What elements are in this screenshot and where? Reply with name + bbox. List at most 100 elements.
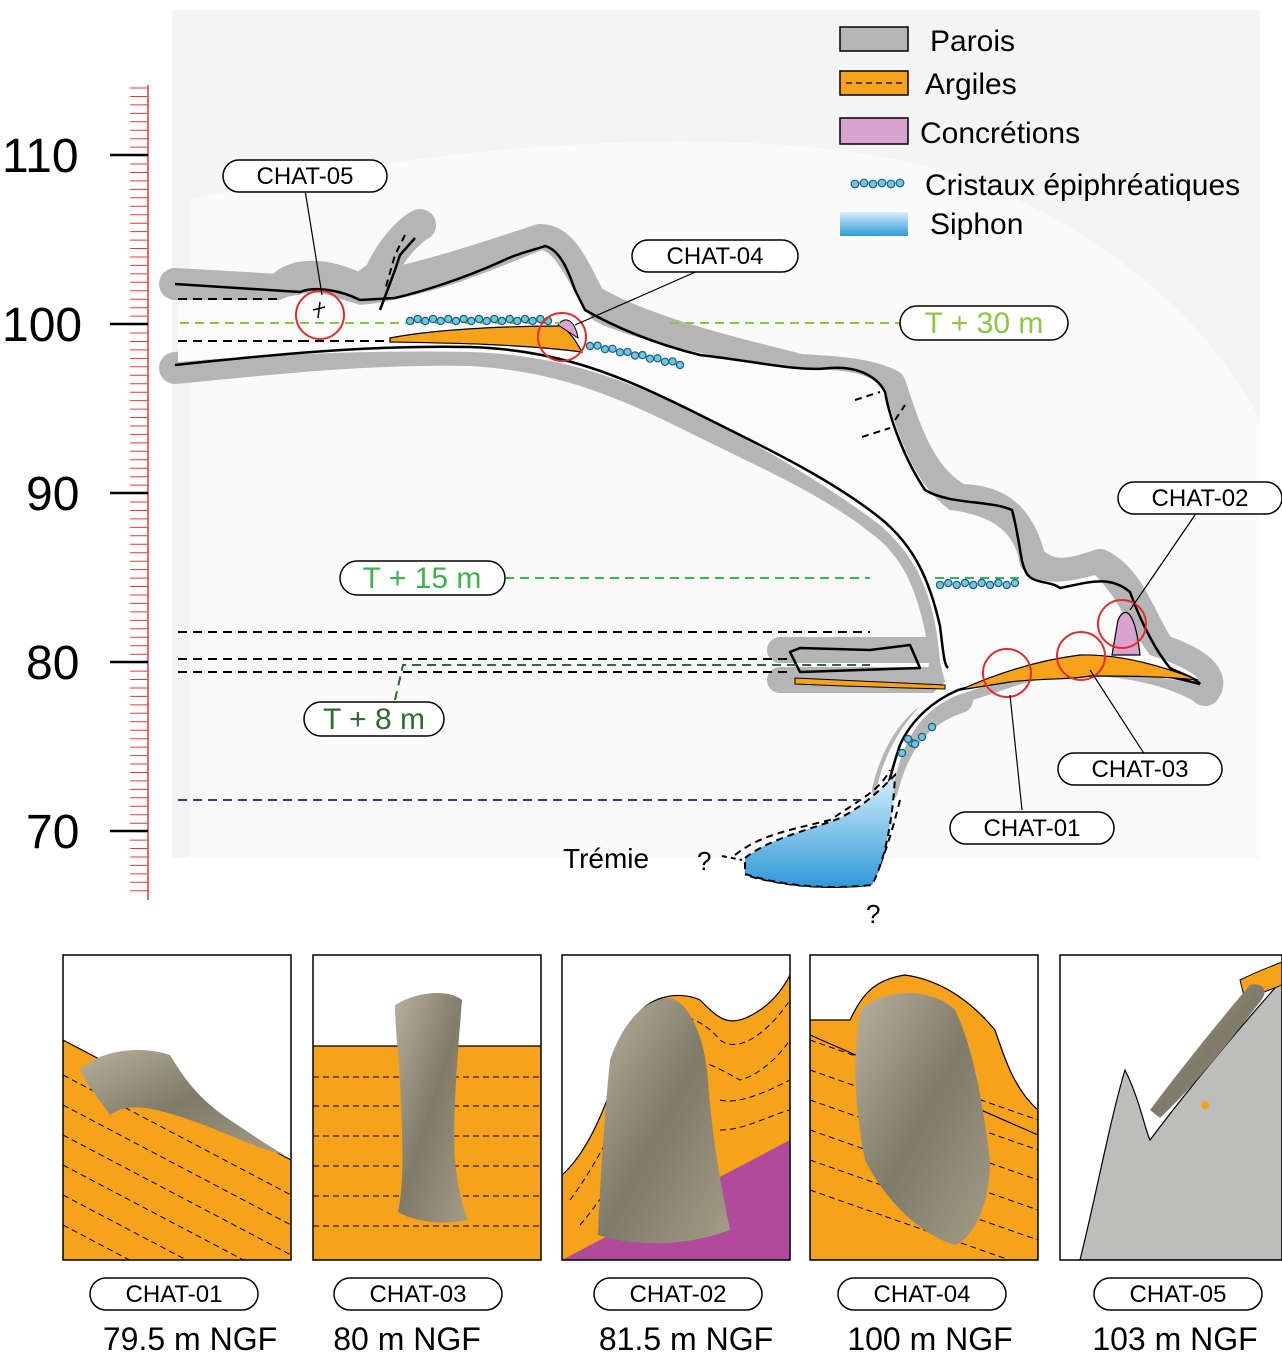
crystal: [630, 351, 640, 360]
label-t8-pill: [303, 701, 445, 737]
panel-elev-chat04: 100 m NGF: [847, 1321, 1012, 1356]
tremie-label: Trémie: [563, 843, 649, 874]
crystal: [623, 347, 632, 357]
panel-label-chat04: CHAT-04: [874, 1281, 971, 1308]
label-t8: T + 8 m: [323, 703, 425, 736]
crystal: [653, 354, 662, 363]
leader-lines: [304, 189, 1196, 811]
siphon: [744, 772, 897, 888]
legend-label-siphon: Siphon: [930, 208, 1023, 241]
shell-chat03: [395, 993, 468, 1223]
crystal: [903, 734, 913, 744]
chat01-circle: [982, 648, 1032, 698]
tremie-dash: [721, 855, 743, 861]
crystal: [917, 732, 927, 742]
panel-chat05: [1059, 954, 1282, 1261]
panel-label-chat02: CHAT-02: [630, 1281, 727, 1308]
label-chat04: CHAT-04: [667, 243, 764, 270]
label-chat02: CHAT-02: [1152, 485, 1249, 512]
crystal: [490, 314, 499, 324]
crystal: [467, 316, 476, 326]
legend-swatch-crystals: [850, 178, 905, 189]
crystal: [528, 316, 537, 326]
crystal: [444, 314, 453, 324]
elevation-ruler: 110 100 90 80 70: [2, 85, 149, 900]
label-t15-pill: [339, 560, 506, 596]
crystal: [536, 314, 545, 324]
legend-swatch-siphon: [840, 212, 908, 236]
crystal: [451, 316, 461, 326]
panel-elev-chat03: 80 m NGF: [333, 1321, 481, 1356]
crystal: [413, 314, 422, 324]
crystal: [428, 314, 438, 324]
crystal: [1010, 578, 1020, 588]
crystal: [593, 341, 602, 350]
panel-label-chat01: CHAT-01: [126, 1281, 223, 1308]
legend-label-concretion: Concrétions: [920, 117, 1080, 150]
legend-label-crystals: Cristaux épiphréatiques: [925, 169, 1240, 202]
crystal: [897, 748, 907, 758]
epiphreatic-crystals: [405, 314, 1020, 758]
label-chat05: CHAT-05: [257, 163, 354, 190]
crystal: [660, 357, 670, 366]
level-lines: [178, 298, 1020, 801]
scale-label-100: 100: [2, 299, 82, 352]
panel-elev-chat01: 79.5 m NGF: [103, 1321, 277, 1356]
label-t30: T + 30 m: [925, 307, 1044, 340]
chat05-sample-mark: [312, 301, 326, 319]
panel-elev-chat02: 81.5 m NGF: [599, 1321, 773, 1356]
crystal: [985, 580, 995, 590]
legend-swatch-concretion: [839, 117, 909, 145]
crystal: [405, 316, 415, 326]
crystal: [513, 316, 522, 326]
crystal: [482, 316, 491, 326]
crystal: [1002, 580, 1011, 590]
crystal: [668, 357, 677, 366]
panel-chat03: [312, 954, 542, 1261]
crystal: [994, 578, 1003, 588]
label-chat01: CHAT-01: [984, 815, 1081, 842]
crystal: [675, 360, 685, 370]
crystal: [421, 316, 430, 326]
scale-label-90: 90: [26, 468, 79, 521]
scale-label-110: 110: [2, 130, 79, 183]
legend-label-wall: Parois: [930, 25, 1015, 58]
panel-chat04: [809, 954, 1039, 1261]
crystal: [935, 580, 945, 590]
crystal: [600, 345, 610, 354]
legend-swatch-wall: [839, 26, 909, 52]
shell-chat04: [855, 993, 990, 1245]
label-t30-pill: [899, 305, 1069, 341]
crystal: [436, 316, 445, 326]
question-mark-2: ?: [866, 899, 880, 929]
label-t15: T + 15 m: [363, 562, 482, 595]
panel-chat01: [62, 954, 292, 1261]
label-chat03: CHAT-03: [1092, 756, 1189, 783]
crystal: [638, 350, 647, 360]
sample-circles: [295, 290, 1147, 698]
chat04-circle: [537, 312, 587, 362]
panel-label-chat03: CHAT-03: [370, 1281, 467, 1308]
legend-label-clay: Argiles: [925, 68, 1017, 101]
scale-label-80: 80: [26, 637, 79, 690]
panel-chat02: [561, 954, 791, 1261]
crystal: [520, 314, 530, 324]
crystal: [960, 578, 970, 588]
crystal: [944, 578, 953, 588]
shell-chat05: [1150, 984, 1265, 1118]
crystal: [459, 314, 468, 324]
crystal: [645, 354, 655, 363]
crystal: [474, 314, 484, 324]
scale-label-70: 70: [26, 806, 79, 859]
legend: Parois Argiles Concrétions Cristaux épip…: [839, 25, 1240, 241]
shell-chat01: [80, 1050, 285, 1155]
crystal: [927, 722, 937, 732]
chat05-circle: [295, 290, 345, 340]
clay-deposits: [389, 319, 1199, 691]
crystal: [977, 578, 986, 588]
level-labels: T + 30 m T + 15 m T + 8 m: [303, 305, 1069, 737]
panel-elev-chat05: 103 m NGF: [1092, 1321, 1257, 1356]
panel-labels: CHAT-01 79.5 m NGF CHAT-03 80 m NGF CHAT…: [89, 1277, 1263, 1356]
chat03-circle: [1056, 631, 1106, 681]
